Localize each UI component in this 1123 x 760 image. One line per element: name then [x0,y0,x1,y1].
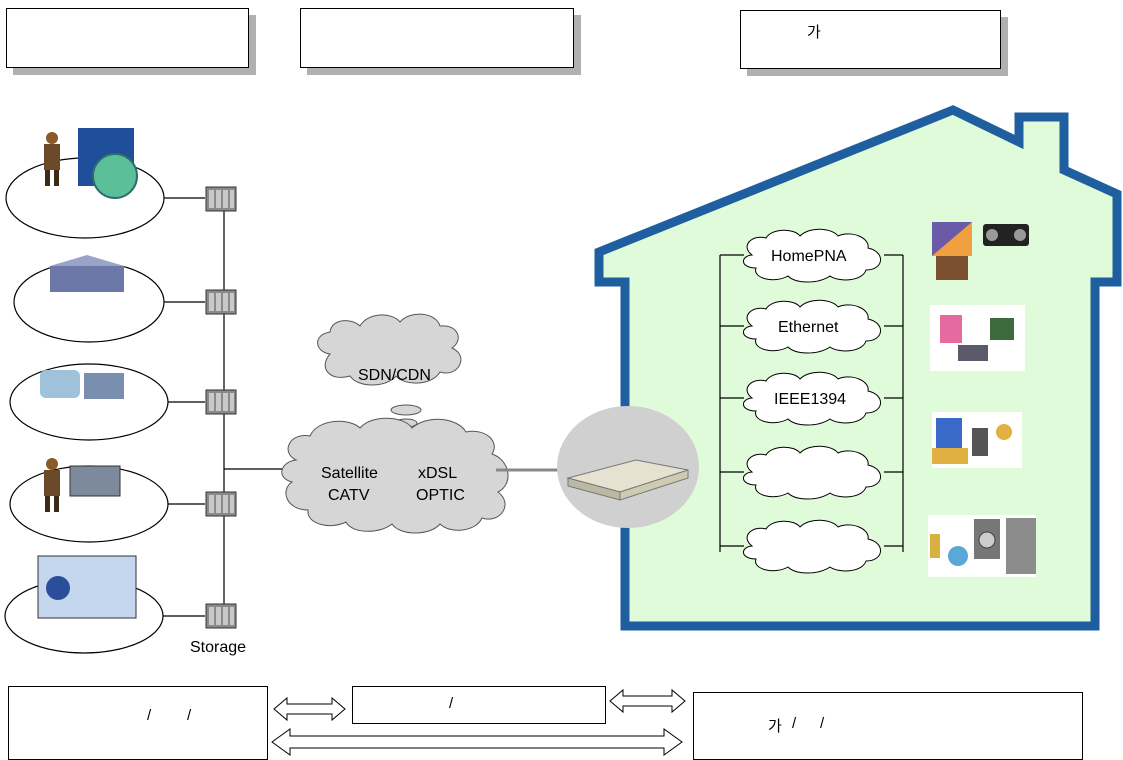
bottom-right-sep-2: / [820,715,825,732]
top-box-2 [300,8,574,68]
net-label-ethernet: Ethernet [778,319,839,336]
top-box-3-text: 가 [807,24,821,41]
appliance-pictures [928,222,1036,577]
double-arrows [271,688,686,756]
main-network-cloud: Satellite CATV xDSL OPTIC [281,417,509,534]
cloud-text-optic: OPTIC [416,487,465,504]
bottom-box-right: 가 / / [693,692,1083,760]
cloud-text-catv: CATV [328,487,370,504]
cloud-text-xdsl: xDSL [418,465,457,482]
top-box-3: 가 [740,10,1001,69]
bottom-left-sep-2: / [187,707,192,724]
sdn-cdn-label: SDN/CDN [358,367,431,384]
cloud-text-satellite: Satellite [321,465,378,482]
home-gateway [557,406,699,528]
bottom-right-sep-1: / [792,715,797,732]
bottom-right-prefix: 가 [768,718,782,735]
arrow-middle-right [609,688,686,714]
bottom-middle-sep: / [449,695,454,712]
net-label-ieee1394: IEEE1394 [774,391,846,408]
bottom-box-left: / / [8,686,268,760]
storage-label: Storage [190,639,246,656]
user-group-pictures [37,128,138,619]
top-box-1 [6,8,249,68]
sdn-cdn-cloud: SDN/CDN [317,313,462,386]
bottom-box-middle: / [352,686,606,724]
server-icons [205,186,237,629]
home-net-clouds [743,228,881,574]
net-label-homepna: HomePNA [771,248,847,265]
home-network-bus [719,254,904,552]
bottom-left-sep-1: / [147,707,152,724]
arrow-left-right [271,728,683,756]
arrow-left-middle [273,696,346,722]
